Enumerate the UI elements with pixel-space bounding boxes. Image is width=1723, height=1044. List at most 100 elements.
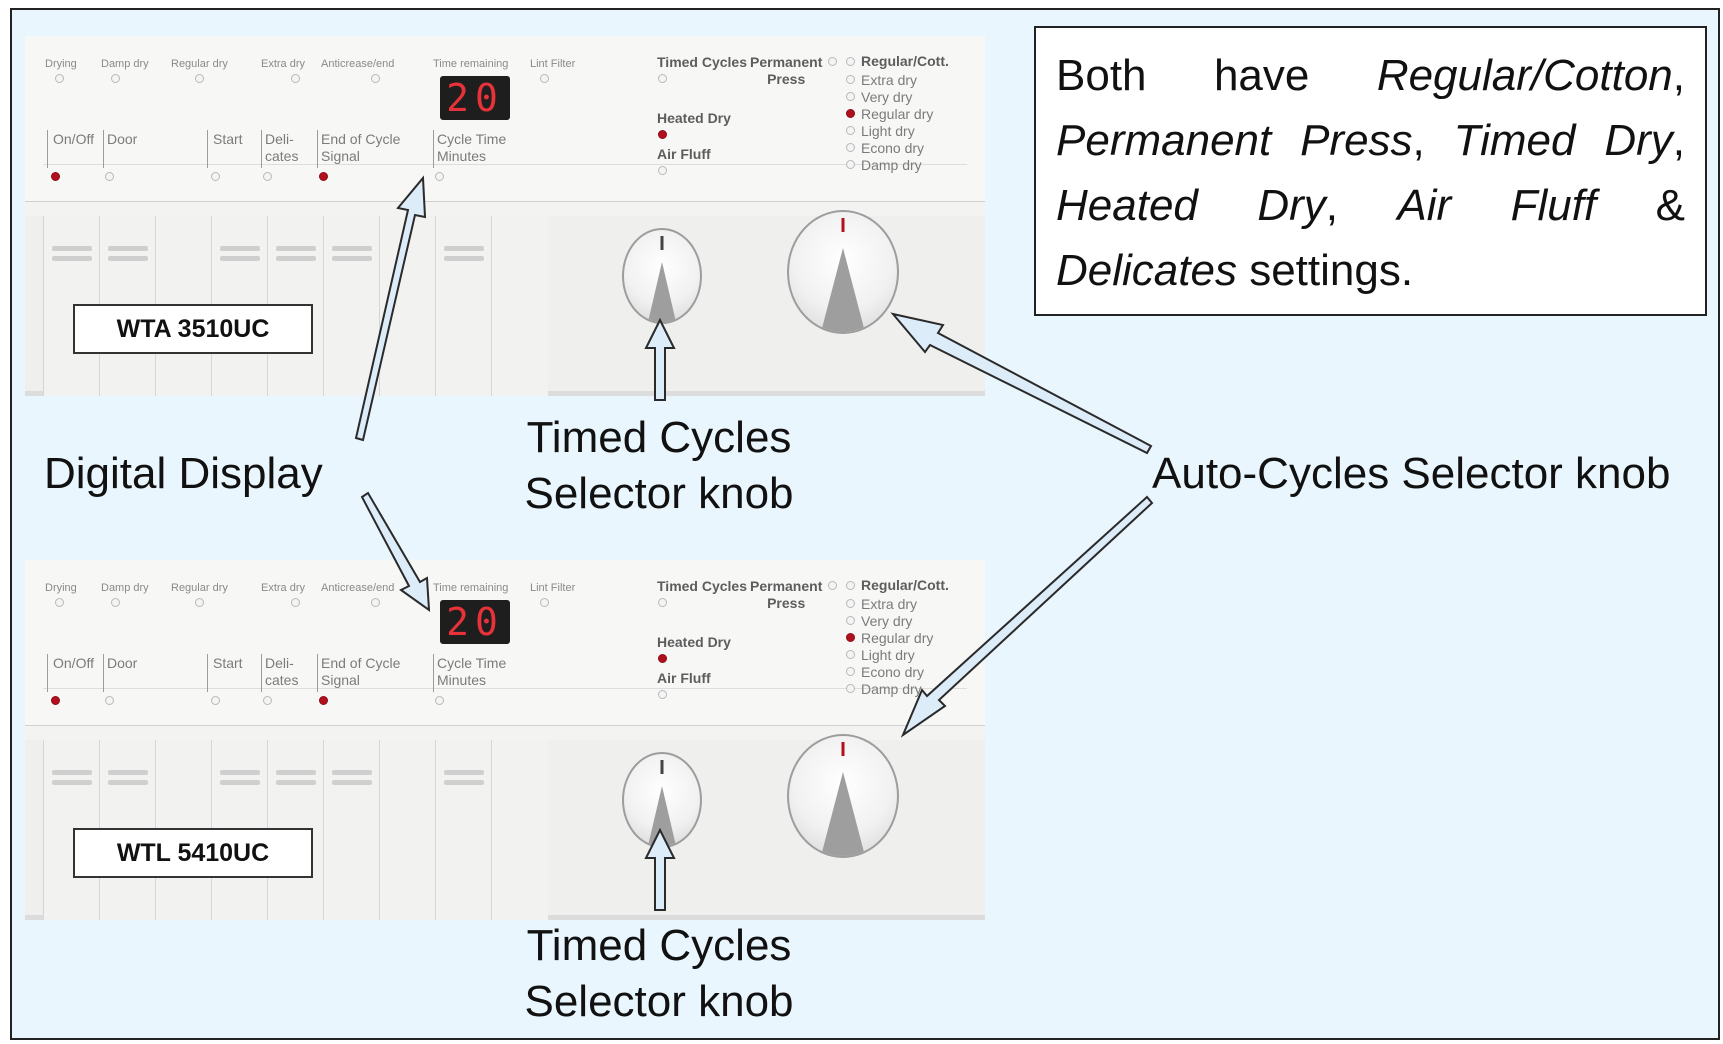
setting-air-fluff: Air Fluff — [1397, 181, 1597, 230]
dry-level-label: Extra dry — [861, 596, 918, 612]
dry-level-led — [846, 126, 855, 135]
dry-level-led — [846, 684, 855, 693]
button-led-on — [319, 172, 328, 181]
arrow-digital-display-bottom — [360, 491, 431, 613]
dry-level-label: Econo dry — [861, 140, 925, 156]
button-label: Door — [107, 655, 138, 671]
status-label: Drying — [45, 58, 77, 70]
timed-cycles-led — [658, 598, 667, 607]
dry-level-led — [846, 92, 855, 101]
button-led — [435, 696, 444, 705]
strip-divider — [43, 164, 967, 165]
panel-button[interactable] — [435, 740, 492, 920]
auto-cycles-knob[interactable] — [787, 210, 899, 334]
regular-cotton-label: Regular/Cott. — [861, 577, 949, 593]
button-slot — [52, 780, 92, 785]
timed-cycles-caption-top: Timed Cycles Selector knob — [509, 410, 809, 522]
status-led — [195, 598, 204, 607]
button-label: Door — [107, 131, 138, 147]
dry-level-led — [846, 75, 855, 84]
common-settings-note: Both have Regular/Cotton, Permanent Pres… — [1034, 26, 1707, 316]
status-label: Regular dry — [171, 582, 228, 594]
timed-cycles-knob[interactable] — [622, 228, 702, 324]
auto-cycles-caption: Auto-Cycles Selector knob — [1152, 449, 1671, 498]
permanent-press-led — [828, 581, 837, 590]
status-label: Damp dry — [101, 582, 149, 594]
button-slot — [332, 256, 372, 261]
button-slot — [276, 246, 316, 251]
label-divider — [207, 654, 208, 692]
button-slot — [220, 780, 260, 785]
status-label: Drying — [45, 582, 77, 594]
dry-level-led — [846, 633, 855, 642]
arrow-auto-knob-top — [890, 312, 1153, 455]
button-label: Cycle Time Minutes — [437, 655, 507, 688]
button-slot — [220, 770, 260, 775]
heated-dry-led — [658, 130, 667, 139]
dry-level-label: Regular dry — [861, 630, 934, 646]
button-led — [211, 172, 220, 181]
status-led — [195, 74, 204, 83]
button-slot — [444, 246, 484, 251]
panel-button[interactable] — [491, 740, 548, 920]
timed-cycles-led — [658, 74, 667, 83]
dry-level-label: Regular dry — [861, 106, 934, 122]
status-led — [540, 598, 549, 607]
button-slot — [276, 256, 316, 261]
button-label: Deli- cates — [265, 655, 299, 688]
setting-permanent-press: Permanent Press — [1056, 116, 1413, 165]
dry-level-led — [846, 650, 855, 659]
dry-level-led — [846, 599, 855, 608]
button-led — [105, 696, 114, 705]
button-led — [105, 172, 114, 181]
label-divider — [317, 130, 318, 168]
button-slot — [220, 256, 260, 261]
heated-dry-led — [658, 654, 667, 663]
status-led — [371, 598, 380, 607]
timed-cycles-caption-top-line2: Selector knob — [524, 469, 794, 518]
timed-cycles-label: Timed Cycles — [657, 578, 748, 594]
label-divider — [433, 130, 434, 168]
label-divider — [261, 130, 262, 168]
button-slot — [332, 780, 372, 785]
dry-level-label: Light dry — [861, 647, 915, 663]
button-slot — [332, 770, 372, 775]
heated-dry-label: Heated Dry — [657, 634, 731, 650]
label-divider — [261, 654, 262, 692]
dry-level-label: Very dry — [861, 89, 913, 105]
panel-button[interactable] — [435, 216, 492, 396]
status-label: Lint Filter — [530, 58, 576, 70]
button-label: End of Cycle Signal — [321, 131, 401, 164]
button-slot — [444, 780, 484, 785]
regular-cotton-label: Regular/Cott. — [861, 53, 949, 69]
status-led — [111, 598, 120, 607]
button-label: End of Cycle Signal — [321, 655, 401, 688]
panel-button[interactable] — [379, 740, 436, 920]
panel-button[interactable] — [323, 740, 380, 920]
status-label: Anticrease/end — [321, 582, 395, 594]
permanent-press-label: Permanent Press — [750, 54, 823, 87]
button-slot — [220, 246, 260, 251]
button-label: Deli- cates — [265, 131, 299, 164]
button-led — [263, 696, 272, 705]
button-slot — [108, 780, 148, 785]
button-slot — [276, 770, 316, 775]
setting-timed-dry: Timed Dry — [1453, 116, 1673, 165]
panel-button[interactable] — [323, 216, 380, 396]
label-divider — [317, 654, 318, 692]
button-label: Cycle Time Minutes — [437, 131, 507, 164]
regular-cotton-led — [846, 581, 855, 590]
setting-regular-cotton: Regular/Cotton — [1376, 51, 1673, 100]
button-label: Start — [213, 655, 243, 671]
digital-display-caption: Digital Display — [44, 449, 323, 498]
button-slot — [108, 246, 148, 251]
timed-cycles-caption-bottom-line1: Timed Cycles — [526, 921, 792, 970]
label-divider — [433, 654, 434, 692]
dry-level-led — [846, 143, 855, 152]
panel-button[interactable] — [491, 216, 548, 396]
permanent-press-led — [828, 57, 837, 66]
status-led — [291, 74, 300, 83]
auto-cycles-knob[interactable] — [787, 734, 899, 858]
